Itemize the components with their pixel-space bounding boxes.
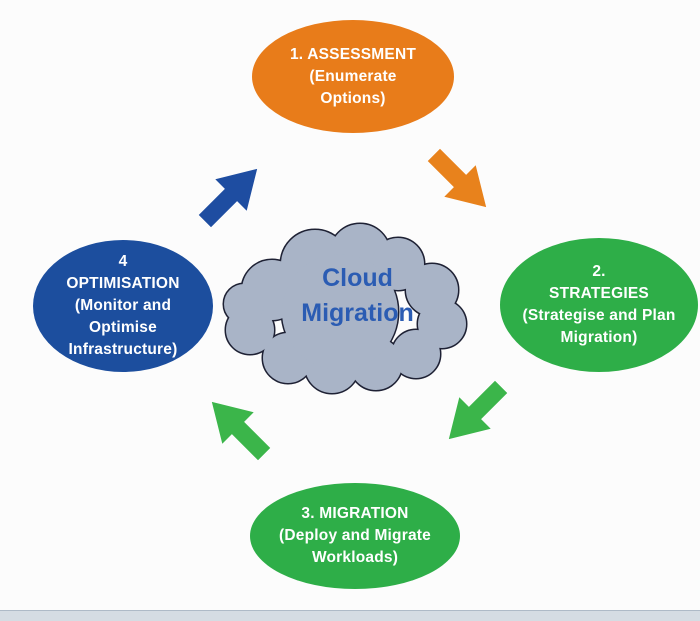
node-optimisation-sub-1: (Monitor and	[74, 297, 172, 314]
arrow-down-left-icon	[432, 370, 518, 456]
cloud-shape-icon	[222, 222, 468, 395]
node-optimisation-sub-2: Optimise	[89, 319, 157, 336]
node-migration-title: 3. MIGRATION	[301, 505, 409, 522]
node-migration-sub-2: Workloads)	[311, 549, 399, 566]
arrow-up-left-icon	[195, 385, 281, 471]
arrow-down-right-icon	[417, 138, 503, 224]
node-assessment-sub-2: Options)	[320, 89, 386, 107]
node-strategies-number: 2.	[592, 263, 606, 280]
cloud-migration-label: Cloud Migration	[250, 261, 465, 331]
node-strategies: 2. STRATEGIES (Strategise and Plan Migra…	[500, 238, 698, 372]
node-optimisation-number: 4	[118, 253, 128, 270]
node-assessment-sub-1: (Enumerate	[309, 67, 397, 85]
arrow-up-right-icon	[188, 152, 274, 238]
node-optimisation-sub-3: Infrastructure)	[68, 341, 178, 358]
cloud-label-line-1: Cloud	[322, 264, 393, 292]
node-strategies-sub-2: Migration)	[560, 329, 638, 346]
node-strategies-title: STRATEGIES	[549, 285, 649, 302]
node-assessment-title: 1. ASSESSMENT	[289, 45, 417, 63]
bottom-bar	[0, 610, 700, 621]
node-strategies-sub-1: (Strategise and Plan	[522, 307, 676, 324]
node-optimisation-title: OPTIMISATION	[66, 275, 180, 292]
cloud-label-line-2: Migration	[301, 299, 414, 327]
node-optimisation: 4 OPTIMISATION (Monitor and Optimise Inf…	[33, 240, 213, 372]
node-assessment: 1. ASSESSMENT (Enumerate Options)	[252, 20, 454, 133]
node-migration-sub-1: (Deploy and Migrate	[279, 527, 431, 544]
node-migration: 3. MIGRATION (Deploy and Migrate Workloa…	[250, 483, 460, 589]
